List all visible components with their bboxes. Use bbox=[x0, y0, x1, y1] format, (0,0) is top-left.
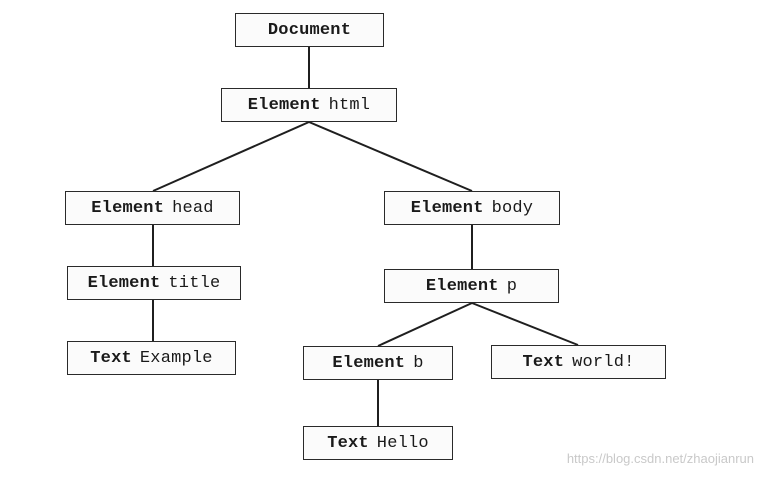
node-element-b: Element b bbox=[303, 346, 453, 380]
node-element-body: Element body bbox=[384, 191, 560, 225]
node-value: Example bbox=[139, 348, 213, 368]
node-kind: Element bbox=[247, 95, 321, 115]
node-kind: Element bbox=[87, 273, 161, 293]
node-kind: Element bbox=[410, 198, 484, 218]
node-value: head bbox=[172, 198, 214, 218]
edge-p-world bbox=[471, 302, 579, 346]
node-element-p: Element p bbox=[384, 269, 559, 303]
edge-p-b bbox=[377, 302, 473, 347]
edge-html-head bbox=[152, 121, 310, 192]
node-kind: Element bbox=[91, 198, 165, 218]
node-text-example: Text Example bbox=[67, 341, 236, 375]
node-value: Hello bbox=[376, 433, 429, 453]
node-document: Document bbox=[235, 13, 384, 47]
node-value: title bbox=[168, 273, 221, 293]
node-text-hello: Text Hello bbox=[303, 426, 453, 460]
node-value: p bbox=[506, 276, 518, 296]
node-kind: Element bbox=[425, 276, 499, 296]
node-value: html bbox=[328, 95, 371, 115]
node-kind: Text bbox=[522, 352, 565, 372]
node-kind: Text bbox=[327, 433, 369, 453]
node-element-title: Element title bbox=[67, 266, 241, 300]
node-element-head: Element head bbox=[65, 191, 240, 225]
node-value: body bbox=[491, 198, 534, 218]
node-value: world! bbox=[572, 352, 635, 372]
edge-html-body bbox=[308, 121, 473, 192]
node-kind: Document bbox=[267, 20, 352, 40]
node-element-html: Element html bbox=[221, 88, 397, 122]
node-kind: Text bbox=[90, 348, 132, 368]
node-text-world: Text world! bbox=[491, 345, 666, 379]
watermark-url: https://blog.csdn.net/zhaojianrun bbox=[566, 451, 754, 466]
node-value: b bbox=[413, 353, 424, 373]
node-kind: Element bbox=[332, 353, 406, 373]
